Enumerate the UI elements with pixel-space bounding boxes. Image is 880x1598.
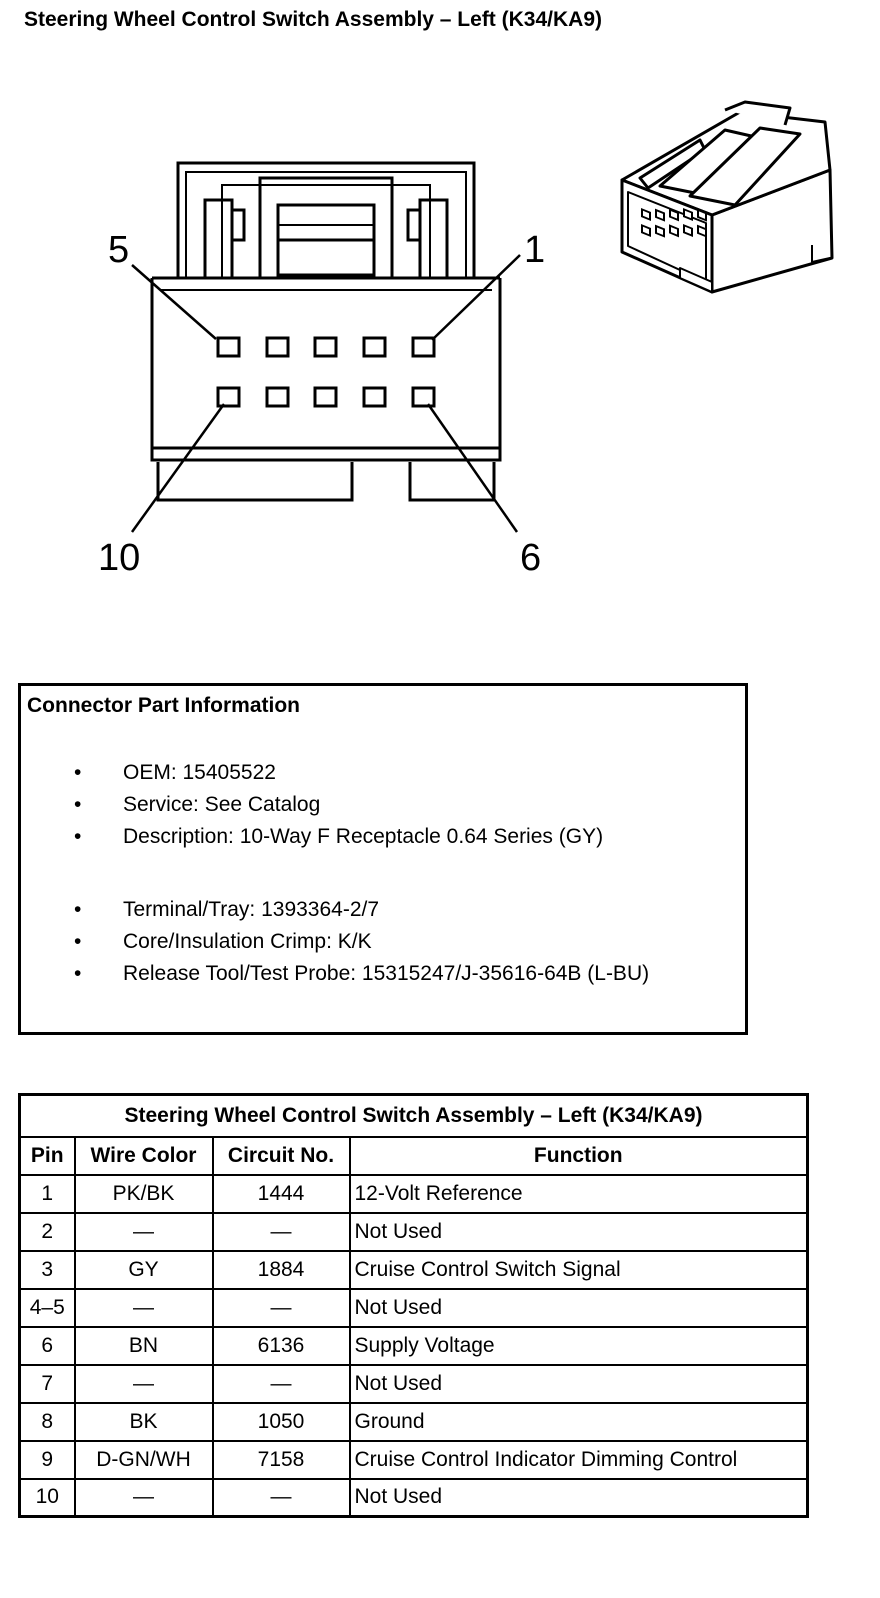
cell-function: Not Used (348, 1363, 809, 1404)
table-row: 7——Not Used (18, 1363, 809, 1404)
connector-info-list-a: • OEM: 15405522 • Service: See Catalog • De… (74, 757, 603, 853)
leader-line-pin-6 (426, 403, 519, 533)
info-service: Service: See Catalog (123, 793, 321, 816)
column-header-pin: Pin (18, 1135, 76, 1176)
list-item: • OEM: 15405522 (74, 757, 603, 789)
bullet-icon: • (74, 898, 82, 921)
pinout-table: Steering Wheel Control Switch Assembly –… (18, 1093, 809, 1518)
cell-function: Ground (348, 1401, 809, 1442)
cell-circuit-no: — (211, 1477, 351, 1518)
cell-wire-color: BN (73, 1325, 214, 1366)
table-row: 4–5——Not Used (18, 1287, 809, 1328)
list-item: • Terminal/Tray: 1393364-2/7 (74, 894, 649, 926)
cell-pin: 3 (18, 1249, 76, 1290)
cell-circuit-no: — (211, 1363, 351, 1404)
cell-wire-color: — (73, 1477, 214, 1518)
list-item: • Service: See Catalog (74, 789, 603, 821)
bullet-icon: • (74, 930, 82, 953)
connector-face-view (150, 161, 502, 502)
cell-function: Not Used (348, 1211, 809, 1252)
column-header-circuit-no: Circuit No. (211, 1135, 351, 1176)
pin-label-10: 10 (98, 537, 140, 579)
cell-circuit-no: 1050 (211, 1401, 351, 1442)
cell-function: Cruise Control Indicator Dimming Control (348, 1439, 809, 1480)
connector-diagram: 5 1 10 6 (98, 100, 834, 579)
bullet-icon: • (74, 962, 82, 985)
cell-function: Not Used (348, 1477, 809, 1518)
cell-circuit-no: 6136 (211, 1325, 351, 1366)
list-item: • Release Tool/Test Probe: 15315247/J-356… (74, 958, 649, 990)
cell-pin: 2 (18, 1211, 76, 1252)
cell-wire-color: — (73, 1363, 214, 1404)
pin-label-1: 1 (524, 229, 545, 271)
column-header-wire-color: Wire Color (73, 1135, 214, 1176)
cell-function: 12-Volt Reference (348, 1173, 809, 1214)
cell-circuit-no: 7158 (211, 1439, 351, 1480)
cell-circuit-no: — (211, 1287, 351, 1328)
list-item: • Core/Insulation Crimp: K/K (74, 926, 649, 958)
info-crimp: Core/Insulation Crimp: K/K (123, 930, 372, 953)
connector-info-heading: Connector Part Information (27, 694, 301, 717)
page-title: Steering Wheel Control Switch Assembly –… (24, 8, 602, 31)
connector-info-list-b: • Terminal/Tray: 1393364-2/7 • Core/Insula… (74, 894, 649, 990)
cell-pin: 10 (18, 1477, 76, 1518)
leader-line-pin-5 (131, 264, 217, 340)
pin-cavities-bottom-row (216, 386, 436, 408)
cell-function: Supply Voltage (348, 1325, 809, 1366)
cell-wire-color: GY (73, 1249, 214, 1290)
cell-wire-color: D-GN/WH (73, 1439, 214, 1480)
cell-function: Not Used (348, 1287, 809, 1328)
leader-line-pin-10 (130, 403, 226, 533)
cell-wire-color: BK (73, 1401, 214, 1442)
connector-isometric-view (620, 100, 834, 294)
connector-part-information-box: Connector Part Information (18, 683, 748, 1035)
cell-wire-color: — (73, 1211, 214, 1252)
info-oem: OEM: 15405522 (123, 761, 276, 784)
cell-pin: 9 (18, 1439, 76, 1480)
list-item: • Description: 10-Way F Receptacle 0.64 S… (74, 821, 603, 853)
cell-circuit-no: 1884 (211, 1249, 351, 1290)
pinout-table-title: Steering Wheel Control Switch Assembly –… (18, 1093, 809, 1138)
info-release-tool: Release Tool/Test Probe: 15315247/J-3561… (123, 962, 650, 985)
cell-wire-color: PK/BK (73, 1173, 214, 1214)
column-header-function: Function (348, 1135, 809, 1176)
cell-pin: 1 (18, 1173, 76, 1214)
cell-circuit-no: — (211, 1211, 351, 1252)
leader-line-pin-1 (431, 254, 521, 341)
bullet-icon: • (74, 761, 82, 784)
pin-label-5: 5 (108, 229, 129, 271)
cell-pin: 4–5 (18, 1287, 76, 1328)
cell-pin: 7 (18, 1363, 76, 1404)
pin-cavities-top-row (216, 336, 436, 358)
cell-circuit-no: 1444 (211, 1173, 351, 1214)
info-description: Description: 10-Way F Receptacle 0.64 Se… (123, 825, 604, 848)
cell-function: Cruise Control Switch Signal (348, 1249, 809, 1290)
cell-pin: 6 (18, 1325, 76, 1366)
cell-pin: 8 (18, 1401, 76, 1442)
bullet-icon: • (74, 793, 82, 816)
bullet-icon: • (74, 825, 82, 848)
table-row: 2——Not Used (18, 1211, 809, 1252)
pin-label-6: 6 (520, 537, 541, 579)
connector-isometric-cavities (641, 207, 707, 238)
info-terminal-tray: Terminal/Tray: 1393364-2/7 (123, 898, 380, 921)
cell-wire-color: — (73, 1287, 214, 1328)
table-row: 10——Not Used (18, 1477, 809, 1518)
